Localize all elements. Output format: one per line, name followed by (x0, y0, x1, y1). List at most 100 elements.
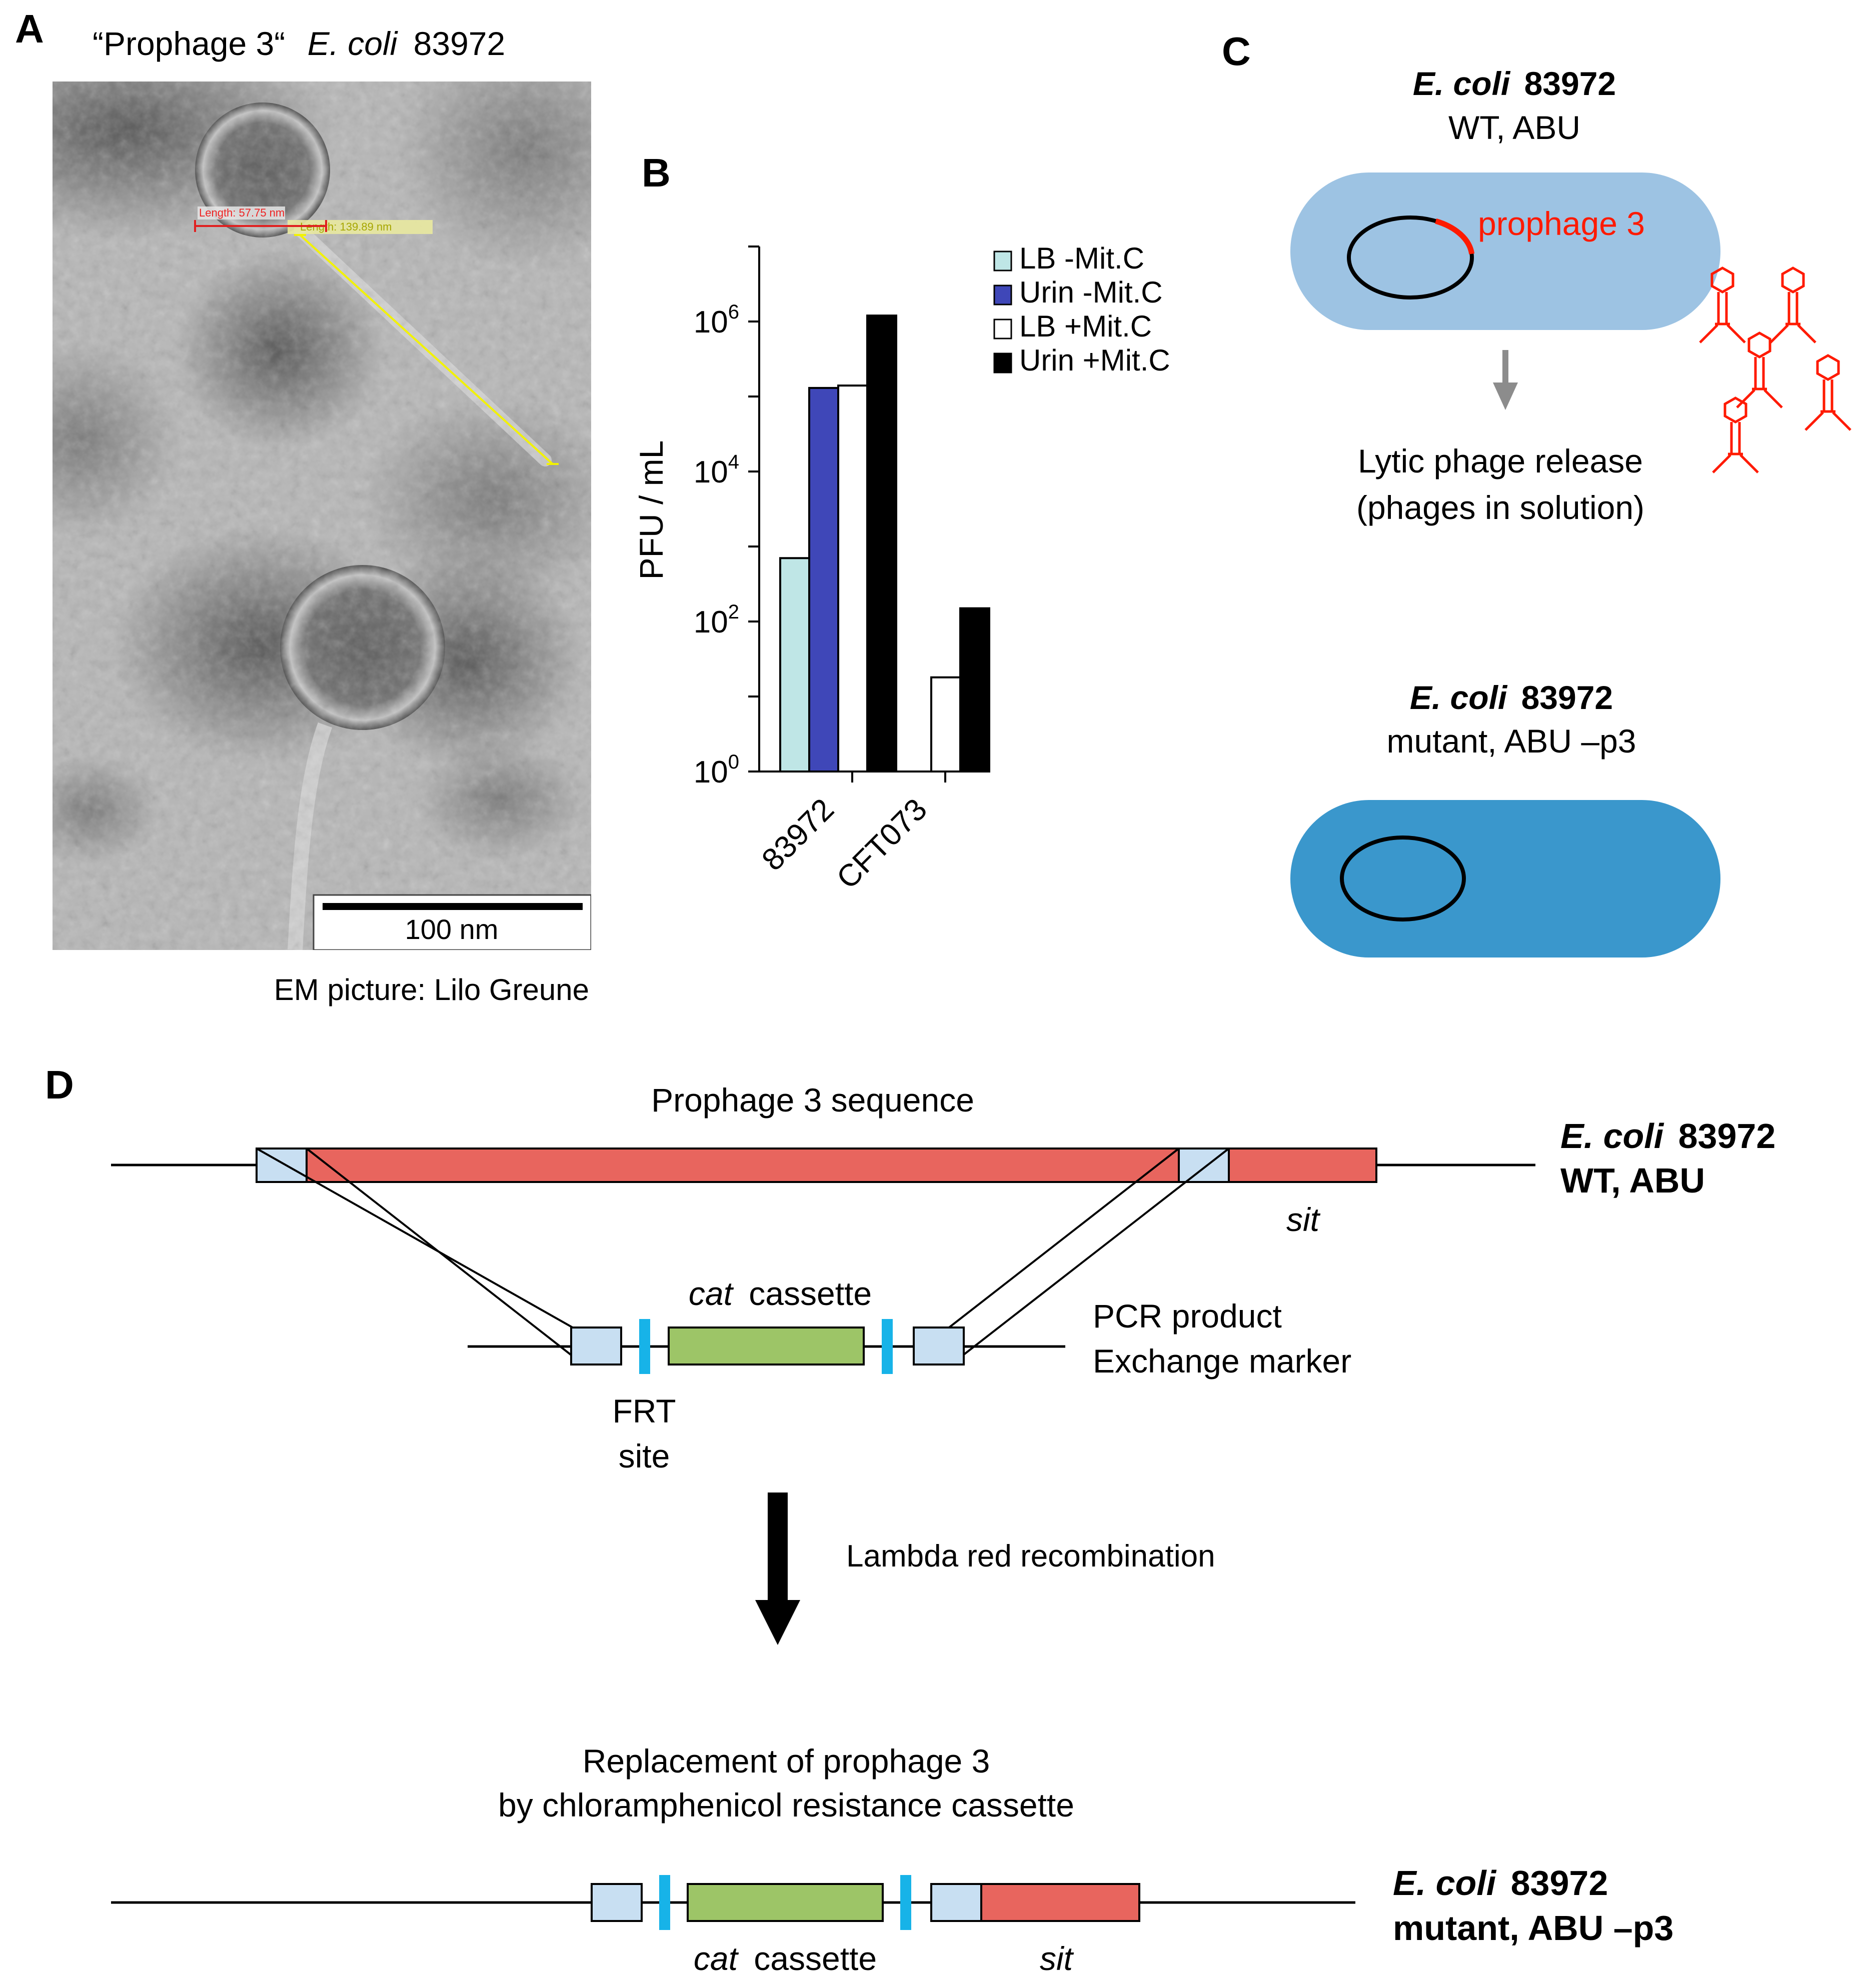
wt-cell-subtitle: WT, ABU (1448, 109, 1580, 146)
pcr-frt-left (639, 1319, 650, 1374)
panel-d: D Prophage 3 sequence sit E. coli 83972 … (45, 1062, 1775, 1977)
y-tick-label: 100 (694, 751, 739, 790)
sit-label-mutant: sit (1040, 1940, 1074, 1977)
recombination-label: Lambda red recombination (846, 1539, 1215, 1574)
panel-a-title-species: E. coli (308, 25, 399, 62)
pcr-label-2: Exchange marker (1093, 1342, 1351, 1380)
pcr-frt-right (882, 1319, 893, 1374)
mutant-homology-right (930, 1883, 982, 1922)
legend-label: Urin +Mit.C (1019, 344, 1170, 377)
legend-swatch (993, 250, 1012, 272)
released-phages (1699, 266, 1851, 474)
release-arrow-head (1493, 382, 1518, 410)
bar-83972-3 (866, 314, 897, 772)
mutant-cell-subtitle: mutant, ABU –p3 (1387, 722, 1636, 760)
em-credit: EM picture: Lilo Greune (274, 973, 589, 1006)
wt-cell-title: E. coli 83972 (1413, 65, 1616, 102)
legend-label: LB -Mit.C (1019, 242, 1144, 275)
phage-icon (1712, 396, 1759, 474)
wt-cell (1290, 172, 1720, 330)
sequence-title: Prophage 3 sequence (651, 1082, 974, 1118)
recombination-arrow-shaft (768, 1492, 788, 1602)
x-tick-label: 83972 (755, 792, 841, 878)
panel-c-letter: C (1222, 29, 1251, 74)
mutant-frt-left (659, 1875, 670, 1930)
panel-a: A “Prophage 3“ E. coli 83972 (15, 6, 591, 1006)
release-line-1: Lytic phage release (1358, 442, 1643, 480)
mutant-cat-cassette (687, 1883, 884, 1922)
wt-genome-subtitle: WT, ABU (1560, 1161, 1705, 1200)
bar-CFT073-3 (959, 607, 990, 772)
mutant-cell (1290, 800, 1720, 958)
legend-swatch (993, 318, 1012, 340)
mutant-frt-right (900, 1875, 911, 1930)
crossover-lines (256, 1148, 1230, 1356)
wt-genome-species: E. coli (1560, 1116, 1664, 1156)
bar-83972-0 (779, 557, 810, 773)
mutant-homology-left (591, 1883, 643, 1922)
mutant-cell-title: E. coli 83972 (1410, 679, 1613, 716)
measure-label-1: Length: 57.75 nm (199, 206, 285, 219)
replacement-line-1: Replacement of prophage 3 (583, 1742, 990, 1780)
mutant-chromosome (1340, 836, 1466, 922)
mutant-sit-region (979, 1883, 1140, 1922)
cassette-word: cassette (749, 1275, 872, 1312)
panel-b-letter: B (642, 150, 671, 195)
legend-swatch (993, 352, 1012, 374)
pcr-label-1: PCR product (1093, 1298, 1282, 1334)
mutant-cat-cassette-label: cat cassette (694, 1940, 877, 1977)
cat-cassette-label: cat cassette (689, 1275, 872, 1312)
phage-icon (1769, 266, 1816, 344)
bar-83972-1 (808, 386, 839, 772)
recombination-arrow-head (755, 1600, 800, 1645)
x-tick-label: CFT073 (830, 792, 934, 896)
legend-label: Urin -Mit.C (1019, 276, 1163, 309)
bar-83972-2 (837, 384, 868, 772)
wt-chromosome (1347, 216, 1474, 300)
phage-icon (1736, 332, 1783, 408)
cat-italic: cat (689, 1275, 734, 1312)
legend-swatch (993, 284, 1012, 306)
mutant-genome-subtitle: mutant, ABU –p3 (1393, 1908, 1673, 1948)
panel-a-letter: A (15, 6, 44, 51)
mutant-genome-species: E. coli (1393, 1864, 1497, 1902)
wt-genome-strain: 83972 (1678, 1116, 1776, 1156)
phage-icon (1699, 266, 1746, 344)
mutant-genome-title: E. coli 83972 (1393, 1864, 1608, 1902)
y-tick-label: 102 (694, 601, 739, 640)
replacement-line-2: by chloramphenicol resistance cassette (498, 1786, 1074, 1824)
prophage-3-segment (1435, 218, 1475, 254)
bar-CFT073-2 (930, 676, 961, 772)
em-micrograph: Length: 57.75 nm Length: 139.89 nm 100 n… (53, 82, 591, 950)
sit-label-wt: sit (1286, 1201, 1321, 1238)
wt-cell-strain: 83972 (1524, 65, 1616, 102)
y-tick-label: 106 (694, 301, 739, 340)
legend-label: LB +Mit.C (1019, 310, 1152, 343)
mutant-cat-italic: cat (694, 1940, 739, 1977)
pcr-cat-cassette (668, 1326, 865, 1366)
panel-a-title-quote: “Prophage 3“ (93, 25, 285, 62)
y-axis-label: PFU / mL (633, 440, 670, 580)
phage-icon (1804, 354, 1851, 431)
wt-genome-title: E. coli 83972 (1560, 1116, 1775, 1156)
pcr-homology-left (570, 1326, 622, 1366)
panel-c: C E. coli 83972 WT, ABU prophage 3 (1222, 29, 1851, 958)
prophage-3-label: prophage 3 (1478, 205, 1645, 242)
release-line-2: (phages in solution) (1356, 489, 1644, 526)
mutant-cassette-word: cassette (754, 1940, 877, 1977)
mutant-cell-species: E. coli (1410, 679, 1508, 716)
panel-a-title-strain: 83972 (414, 25, 506, 62)
measure-line-tail (299, 234, 554, 465)
pcr-homology-right (913, 1326, 965, 1366)
scale-bar-label: 100 nm (405, 914, 499, 945)
panel-d-letter: D (45, 1062, 74, 1107)
frt-label-1: FRT (612, 1392, 676, 1430)
y-tick-label: 104 (694, 451, 739, 490)
mutant-genome-strain: 83972 (1511, 1864, 1608, 1902)
frt-label-2: site (619, 1438, 670, 1474)
mutant-cell-strain: 83972 (1521, 679, 1613, 716)
wt-cell-species: E. coli (1413, 65, 1511, 102)
